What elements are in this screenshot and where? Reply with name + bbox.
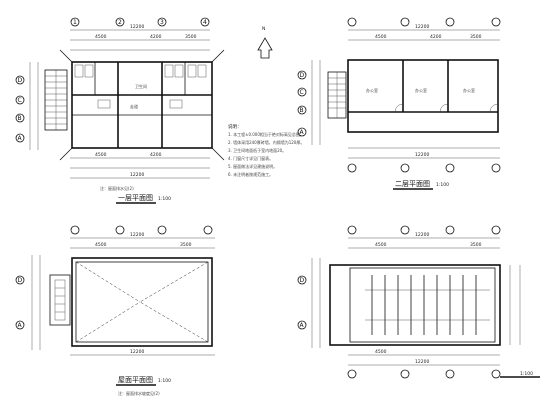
plan-first-floor: 12200 4500 4200 3500 1 2 3 4 D C B A <box>15 17 225 204</box>
dim4-bot: 12200 <box>415 359 429 365</box>
dim4-a: 4500 <box>375 242 387 248</box>
plan-2-scale: 1:100 <box>436 182 449 188</box>
plan-second-floor: 12200 4500 4200 3500 D C B A <box>297 17 501 190</box>
room-label-1: 卫生间 <box>135 83 147 89</box>
general-notes: 说明： 1. 本工程±0.000相当于绝对标高见总图。 2. 墙体采用240厚砖… <box>228 123 304 177</box>
axis-letter-c: C <box>18 97 22 104</box>
axis4-a: A <box>300 322 305 329</box>
plan-1-scale: 1:100 <box>158 196 171 202</box>
note-6: 6. 未注明者按规范施工。 <box>228 171 273 177</box>
north-label: N <box>262 26 265 32</box>
dim3-bot: 12200 <box>130 349 144 355</box>
dim-b: 4200 <box>150 34 162 40</box>
axis2-c: C <box>300 89 304 96</box>
room-label-4: 办公室 <box>415 87 427 93</box>
plan-1-title: 一层平面图 <box>118 194 153 202</box>
dim-bot-a: 4500 <box>95 152 107 158</box>
plan-1-note: 注：屋面排水见(2) <box>100 185 134 191</box>
note-0: 说明： <box>228 123 242 130</box>
room-label-3: 办公室 <box>366 87 378 93</box>
axis-letter-b: B <box>18 115 22 122</box>
dim2-top: 12200 <box>415 24 429 30</box>
dim-bot-total: 12200 <box>130 172 144 178</box>
dim4-bot-a: 4500 <box>375 349 387 355</box>
axis-num-4: 4 <box>203 19 207 26</box>
room-label-5: 办公室 <box>463 87 475 93</box>
dim2-a: 4500 <box>375 34 387 40</box>
plan-2-title: 二层平面图 <box>395 180 430 188</box>
note-2: 2. 墙体采用240厚砖墙，内隔墙为120厚。 <box>228 139 304 145</box>
dim3-top: 12200 <box>130 232 144 238</box>
dim4-b: 3500 <box>470 242 482 248</box>
note-4: 4. 门窗尺寸详见门窗表。 <box>228 155 273 161</box>
plan-4-scale: 1:100 <box>520 371 533 377</box>
plan-3-title: 屋面平面图 <box>118 376 153 384</box>
dim-a: 4500 <box>95 34 107 40</box>
axis-num-2: 2 <box>118 19 122 26</box>
dim-bot-b: 4200 <box>150 152 162 158</box>
axis-letter-a: A <box>18 135 23 142</box>
dim2-c: 3500 <box>470 34 482 40</box>
axis2-d: D <box>300 72 305 79</box>
axis-num-3: 3 <box>160 19 164 26</box>
dim3-b: 3500 <box>180 242 192 248</box>
axis-num-1: 1 <box>73 19 77 26</box>
axis4-d: D <box>300 277 305 284</box>
room-label-2: 走道 <box>130 103 138 109</box>
dim2-b: 4200 <box>430 34 442 40</box>
note-3: 3. 卫生间地面低于室内地面20。 <box>228 147 286 153</box>
axis3-d: D <box>18 277 23 284</box>
note-1: 1. 本工程±0.000相当于绝对标高见总图。 <box>228 131 304 137</box>
dim-c: 3500 <box>185 34 197 40</box>
dim4-top: 12200 <box>415 232 429 238</box>
plan-3-scale: 1:100 <box>158 378 171 384</box>
axis2-b: B <box>300 107 304 114</box>
note-5: 5. 屋面做法详见建施说明。 <box>228 163 277 169</box>
dim3-a: 4500 <box>95 242 107 248</box>
plan-3-note: 注：屋面排水坡度见(2) <box>118 390 160 396</box>
plan-roof: 12200 4500 3500 D A 12200 屋面平面图 1:100 注：… <box>15 225 215 396</box>
dim-top: 12200 <box>130 24 144 30</box>
axis-letter-d: D <box>18 77 23 84</box>
north-arrow: N <box>257 26 273 59</box>
dim2-bot: 12200 <box>415 152 429 158</box>
plan-canopy: 12200 4500 3500 D A 4500 12200 <box>297 225 540 379</box>
axis3-a: A <box>18 322 23 329</box>
axis2-a: A <box>300 129 305 136</box>
